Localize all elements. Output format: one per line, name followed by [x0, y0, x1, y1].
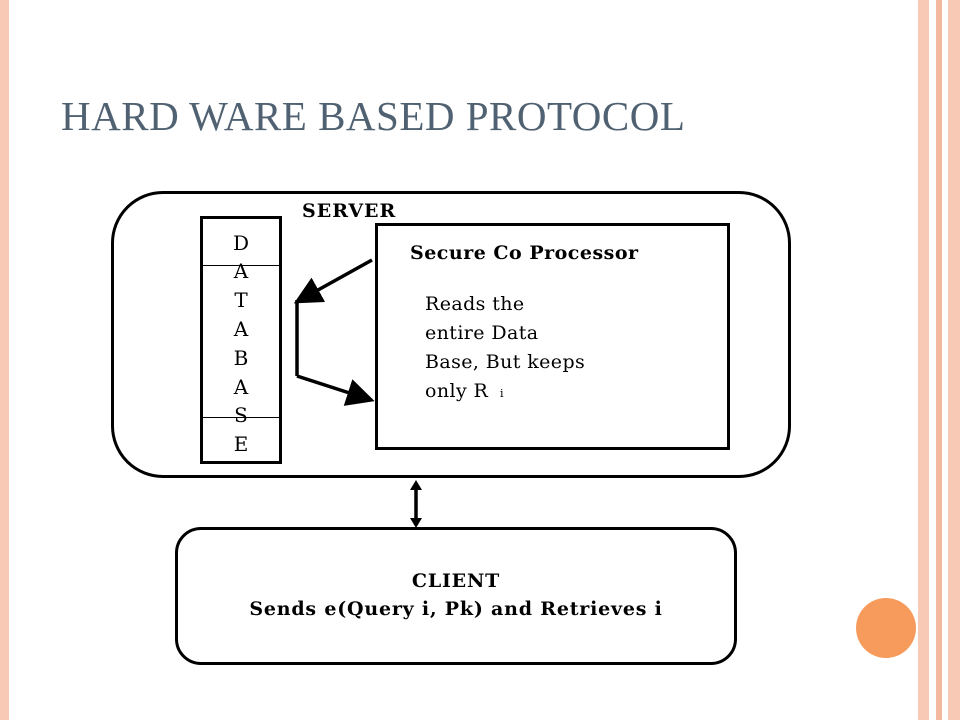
- database-letter: S: [234, 403, 248, 427]
- database-divider-top: [203, 265, 279, 266]
- database-letter: E: [233, 432, 249, 456]
- database-letter: A: [233, 317, 249, 341]
- database-letter: A: [233, 375, 249, 399]
- arrowhead-up: [410, 480, 422, 490]
- database-letter: T: [234, 288, 248, 312]
- secure-coprocessor-title: Secure Co Processor: [410, 242, 639, 264]
- arrowhead-down: [410, 518, 422, 528]
- return-arrow-to-coprocessor: [296, 374, 375, 406]
- secure-coprocessor-description: Reads the entire Data Base, But keeps on…: [425, 293, 586, 402]
- read-arrow-from-coprocessor: [293, 258, 373, 304]
- slide-frame-right-edge: [948, 0, 960, 720]
- decorative-orange-circle: [856, 598, 916, 658]
- database-letter: A: [233, 259, 249, 283]
- slide-frame-left: [0, 0, 9, 720]
- database-letter: B: [233, 346, 249, 370]
- client-label: CLIENT: [411, 570, 501, 592]
- database-divider-bottom: [203, 417, 279, 418]
- server-label: SERVER: [302, 200, 397, 222]
- slide-title: HARD WARE BASED PROTOCOL: [61, 93, 686, 139]
- slide-frame-right-stripe: [936, 0, 942, 720]
- client-description: Sends e(Query i, Pk) and Retrieves i: [249, 598, 663, 620]
- database-box: D A T A B A S E: [200, 216, 282, 464]
- slide-frame-right: [918, 0, 929, 720]
- client-box: [175, 527, 737, 665]
- secure-coprocessor-box: [375, 223, 730, 450]
- secure-coprocessor-subscript: i: [500, 387, 504, 400]
- database-letter: D: [232, 231, 250, 255]
